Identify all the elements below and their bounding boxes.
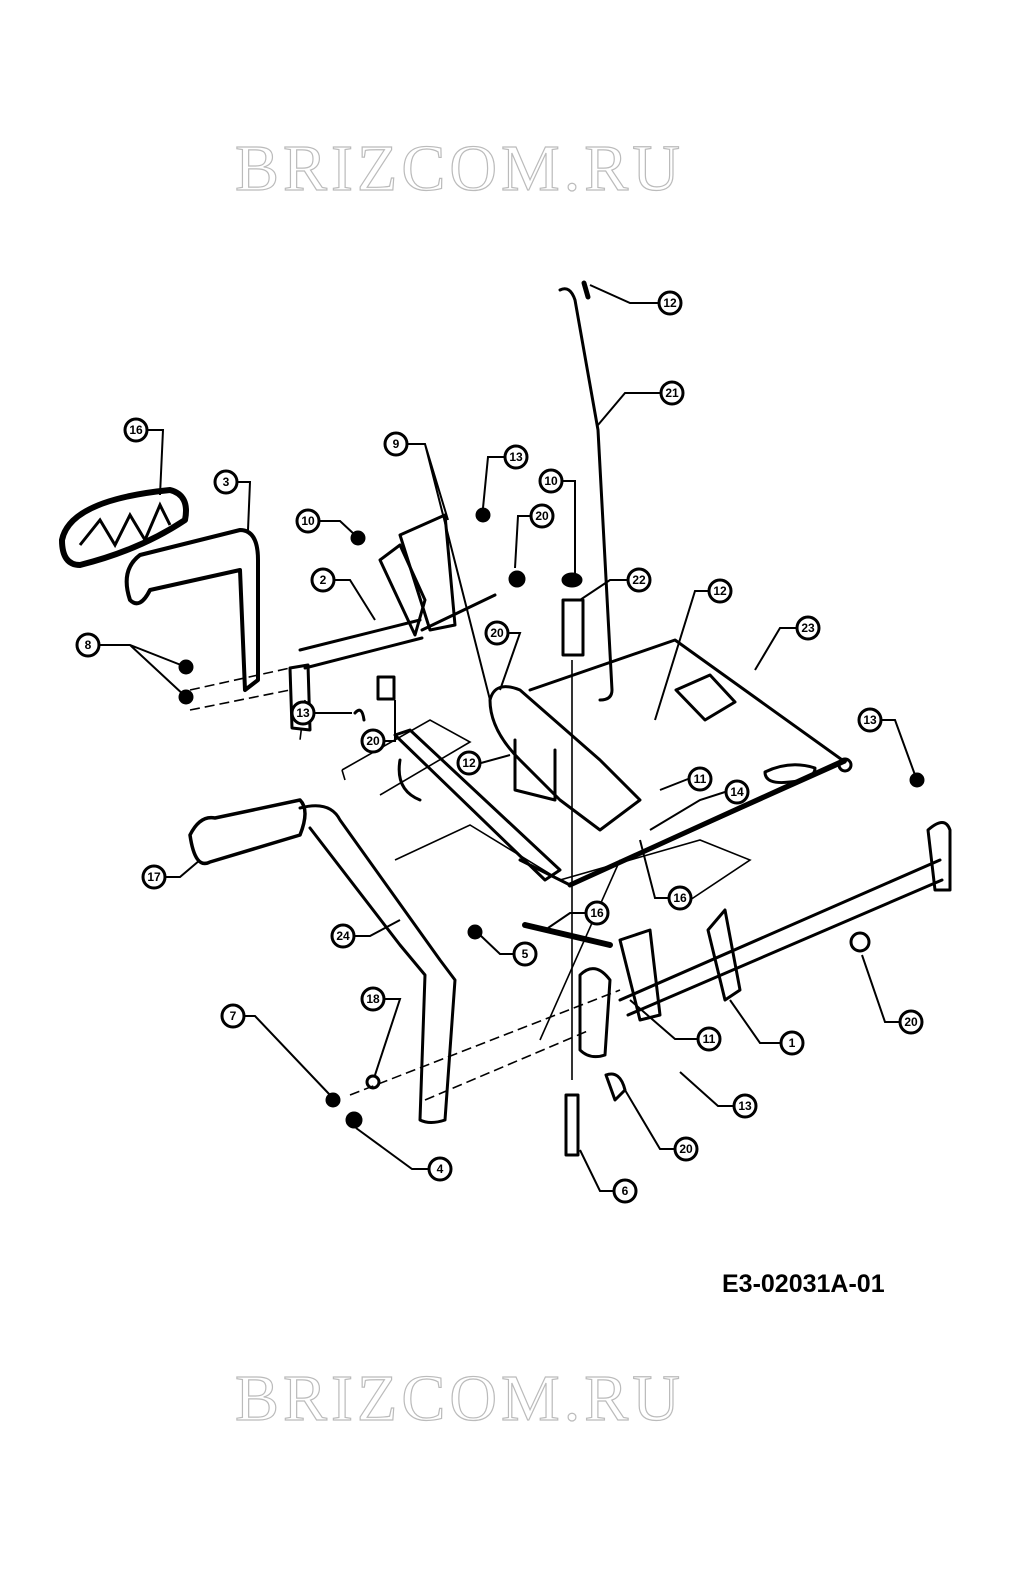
callout-18: 18 [360,986,386,1012]
svg-text:21: 21 [665,386,679,400]
callout-17: 17 [141,864,167,890]
callout-11-lower: 11 [696,1026,722,1052]
svg-text:24: 24 [336,929,350,943]
callout-13-left: 13 [290,700,316,726]
callout-16-right: 16 [667,885,693,911]
callout-13-upper: 13 [503,444,529,470]
drawing-code: E3-02031A-01 [722,1270,885,1298]
svg-text:9: 9 [393,437,400,451]
brake-pedal [59,487,260,692]
svg-text:20: 20 [366,734,380,748]
svg-text:17: 17 [147,870,161,884]
callout-5: 5 [512,941,538,967]
callout-3: 3 [213,469,239,495]
callout-4: 4 [427,1156,453,1182]
svg-text:2: 2 [320,573,327,587]
svg-text:23: 23 [801,621,815,635]
svg-text:20: 20 [679,1142,693,1156]
svg-text:20: 20 [535,509,549,523]
svg-text:10: 10 [301,514,315,528]
callout-7: 7 [220,1003,246,1029]
svg-text:22: 22 [632,573,646,587]
callout-20-upper: 20 [529,503,555,529]
svg-text:16: 16 [590,906,604,920]
callout-16-pad: 16 [123,417,149,443]
callout-10-right: 10 [538,468,564,494]
callout-24: 24 [330,923,356,949]
callout-14: 14 [724,779,750,805]
callout-20-lower: 20 [673,1136,699,1162]
callout-20-right: 20 [898,1009,924,1035]
svg-text:10: 10 [544,474,558,488]
callout-9: 9 [383,431,409,457]
callout-6: 6 [612,1178,638,1204]
svg-text:18: 18 [366,992,380,1006]
svg-text:11: 11 [703,1032,716,1046]
watermark-bottom: BRIZCOM.RU [235,1362,684,1435]
callout-20-bracket: 20 [484,620,510,646]
svg-text:16: 16 [673,891,687,905]
callout-12-mid: 12 [456,750,482,776]
callout-8: 8 [75,632,101,658]
svg-text:12: 12 [713,584,727,598]
svg-text:1: 1 [789,1036,796,1050]
svg-text:3: 3 [223,475,230,489]
svg-text:20: 20 [904,1015,918,1029]
callout-23: 23 [795,615,821,641]
svg-text:16: 16 [129,423,143,437]
callout-11-upper: 11 [687,766,713,792]
svg-text:20: 20 [490,626,504,640]
svg-text:13: 13 [509,450,523,464]
watermark-top: BRIZCOM.RU [235,132,684,205]
svg-text:12: 12 [462,756,476,770]
leader-lines [100,284,916,1192]
callout-12-top: 12 [657,290,683,316]
callout-20-left: 20 [360,728,386,754]
svg-text:14: 14 [730,785,744,799]
lever-handle [188,798,457,1124]
callout-13-lower: 13 [732,1093,758,1119]
svg-text:8: 8 [85,638,92,652]
callout-1: 1 [779,1030,805,1056]
callout-13-right: 13 [857,707,883,733]
svg-text:11: 11 [694,772,707,786]
callout-16-spring: 16 [584,900,610,926]
callout-2: 2 [310,567,336,593]
svg-text:6: 6 [622,1184,629,1198]
callout-22: 22 [626,567,652,593]
svg-text:13: 13 [863,713,877,727]
svg-text:5: 5 [522,947,529,961]
callout-10-left: 10 [295,508,321,534]
base-plate [518,638,853,888]
svg-text:13: 13 [738,1099,752,1113]
svg-text:7: 7 [230,1009,237,1023]
callout-21: 21 [659,380,685,406]
callout-12-plate: 12 [707,578,733,604]
svg-text:13: 13 [296,706,310,720]
svg-text:4: 4 [437,1162,444,1176]
svg-text:12: 12 [663,296,677,310]
